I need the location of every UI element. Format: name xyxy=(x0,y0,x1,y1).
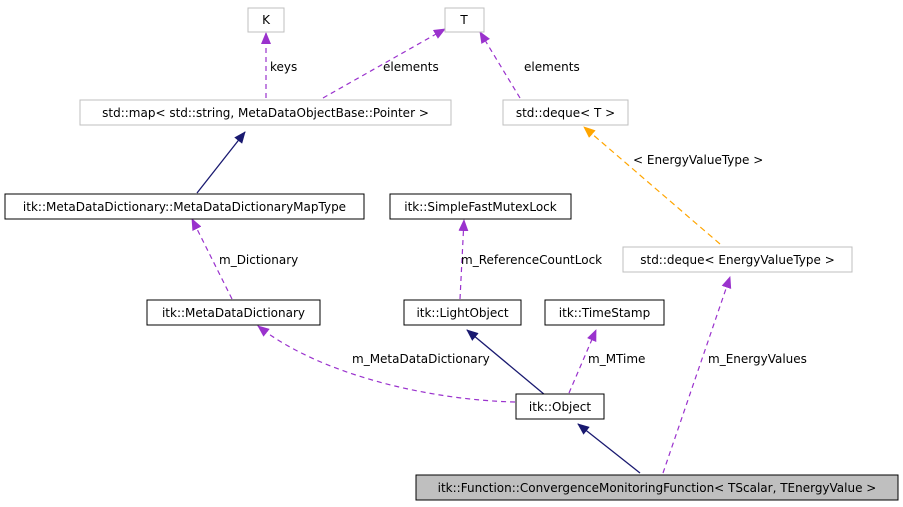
node-metadatadictionary-map-type[interactable]: itk::MetaDataDictionary::MetaDataDiction… xyxy=(4,193,365,220)
edge-label-m-energy-values: m_EnergyValues xyxy=(708,352,807,366)
edge-object-to-convergence xyxy=(577,423,641,474)
edge-label-m-dictionary: m_Dictionary xyxy=(219,253,298,267)
edge-elements-deque: elements xyxy=(479,31,580,99)
node-std-deque-t[interactable]: std::deque< T > xyxy=(502,99,629,126)
edge-label-m-mtime: m_MTime xyxy=(588,352,645,366)
edge-label-m-reference-count-lock: m_ReferenceCountLock xyxy=(461,253,602,267)
svg-text:std::deque< T >: std::deque< T > xyxy=(516,106,615,120)
node-object[interactable]: itk::Object xyxy=(515,393,605,420)
edge-template-energy-value-type: < EnergyValueType > xyxy=(583,126,763,245)
node-time-stamp[interactable]: itk::TimeStamp xyxy=(544,299,665,326)
svg-text:std::map< std::string, MetaDat: std::map< std::string, MetaDataObjectBas… xyxy=(102,106,429,120)
svg-text:T: T xyxy=(459,13,468,27)
svg-text:itk::LightObject: itk::LightObject xyxy=(416,306,508,320)
svg-text:itk::SimpleFastMutexLock: itk::SimpleFastMutexLock xyxy=(404,200,557,214)
edge-m-energy-values: m_EnergyValues xyxy=(662,276,807,474)
edge-label-keys: keys xyxy=(270,60,297,74)
svg-text:itk::Object: itk::Object xyxy=(529,400,591,414)
svg-text:itk::Function::ConvergenceMoni: itk::Function::ConvergenceMonitoringFunc… xyxy=(438,481,877,495)
node-std-map[interactable]: std::map< std::string, MetaDataObjectBas… xyxy=(79,99,452,126)
svg-text:itk::TimeStamp: itk::TimeStamp xyxy=(559,306,650,320)
node-convergence-monitoring-function[interactable]: itk::Function::ConvergenceMonitoringFunc… xyxy=(415,474,899,501)
edge-m-mtime: m_MTime xyxy=(568,329,645,394)
svg-text:K: K xyxy=(262,13,271,27)
edge-lightobject-to-object xyxy=(466,329,546,396)
edge-m-meta-data-dictionary: m_MetaDataDictionary xyxy=(257,325,516,403)
svg-text:itk::MetaDataDictionary::MetaD: itk::MetaDataDictionary::MetaDataDiction… xyxy=(23,200,346,214)
edge-elements-map: elements xyxy=(322,28,446,99)
node-t[interactable]: T xyxy=(444,7,485,33)
edge-keys: keys xyxy=(261,32,297,98)
edge-m-dictionary: m_Dictionary xyxy=(191,218,298,300)
edge-label-energy-value-type: < EnergyValueType > xyxy=(633,153,763,167)
edge-map-to-dictionary-map-type xyxy=(196,131,246,194)
node-light-object[interactable]: itk::LightObject xyxy=(403,299,522,326)
node-metadatadictionary[interactable]: itk::MetaDataDictionary xyxy=(146,299,321,326)
svg-text:itk::MetaDataDictionary: itk::MetaDataDictionary xyxy=(162,306,305,320)
node-simple-fast-mutex-lock[interactable]: itk::SimpleFastMutexLock xyxy=(389,193,572,220)
edge-label-elements-map: elements xyxy=(383,60,439,74)
node-std-deque-energy-value-type[interactable]: std::deque< EnergyValueType > xyxy=(622,246,853,273)
node-k[interactable]: K xyxy=(247,7,285,33)
edge-label-elements-deque: elements xyxy=(524,60,580,74)
edge-label-m-meta-data-dictionary: m_MetaDataDictionary xyxy=(352,352,490,366)
edge-m-reference-count-lock: m_ReferenceCountLock xyxy=(458,219,602,300)
svg-text:std::deque< EnergyValueType >: std::deque< EnergyValueType > xyxy=(640,253,835,267)
